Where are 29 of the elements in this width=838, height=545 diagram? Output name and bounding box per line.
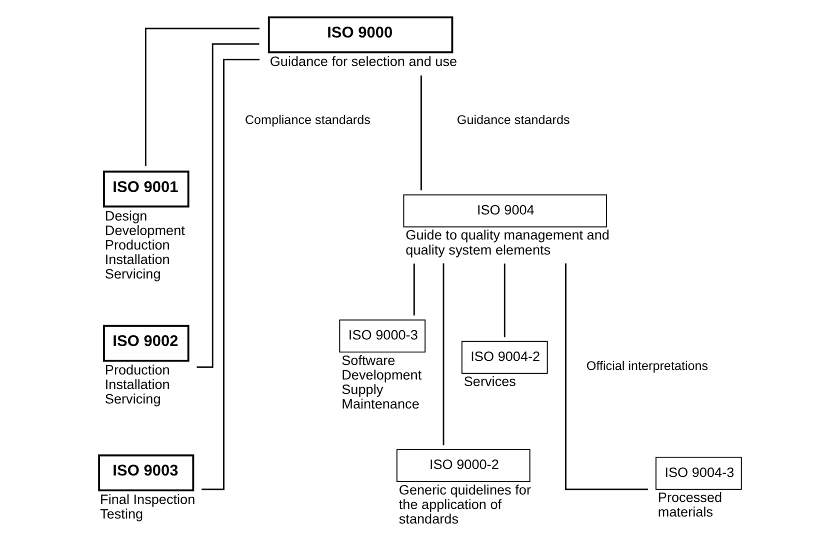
connector <box>196 43 259 368</box>
connector <box>564 263 648 490</box>
node-box: ISO 9004-2 <box>460 340 548 374</box>
connector <box>201 58 260 490</box>
node-box: ISO 9001 <box>102 170 189 208</box>
node-label: Software Development Supply Maintenance <box>341 352 422 412</box>
node-label: Design Development Production Installation Servicing <box>104 208 184 282</box>
node-box: ISO 9004 <box>402 194 606 228</box>
connector <box>420 75 422 190</box>
node-box: ISO 9004-3 <box>655 456 742 490</box>
label: Official interpretations <box>586 358 708 373</box>
connector <box>144 28 259 166</box>
node-label: Processed materials <box>657 490 722 520</box>
label: Guidance standards <box>456 112 570 127</box>
node-label: Final Inspection Testing <box>100 492 195 522</box>
node-label: Production Installation Servicing <box>104 362 170 407</box>
node-box: ISO 9002 <box>102 324 189 362</box>
label: Compliance standards <box>244 112 370 127</box>
connector <box>442 263 444 446</box>
node-label: Services <box>463 374 516 390</box>
node-label: Generic quidelines for the application of standards <box>398 482 530 526</box>
node-box: ISO 9000-2 <box>396 449 530 482</box>
node-label: Guidance for selection and use <box>269 54 457 70</box>
node-label: Guide to quality management and quality system elements <box>405 228 609 258</box>
node-box: ISO 9000 <box>267 16 453 54</box>
node-box: ISO 9003 <box>98 454 194 492</box>
connector <box>412 264 414 316</box>
node-box: ISO 9000-3 <box>338 320 426 353</box>
connector <box>503 264 505 338</box>
